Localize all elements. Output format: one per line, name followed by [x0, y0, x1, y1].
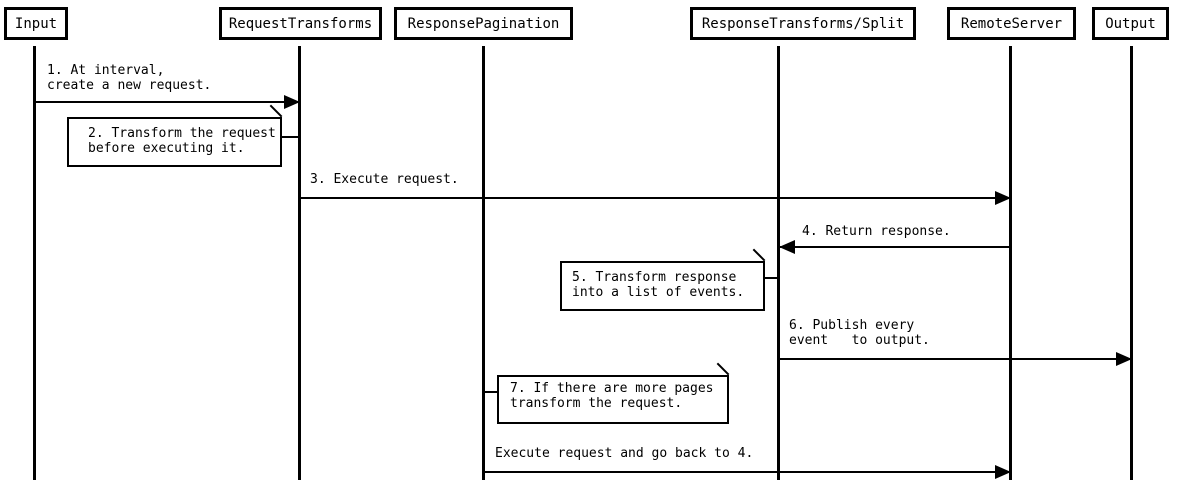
- message-3-arrowhead-icon: [995, 191, 1011, 205]
- actor-box-output: Output: [1092, 7, 1169, 40]
- lifeline-output: [1130, 46, 1133, 480]
- message-5-self-box: [560, 261, 765, 311]
- actor-box-response-transforms-split: ResponseTransforms/Split: [690, 7, 916, 40]
- message-4-line: [779, 246, 1011, 248]
- message-8-execute-again-label: Execute request and go back to 4.: [495, 446, 754, 461]
- message-4-arrowhead-icon: [779, 240, 795, 254]
- lifeline-responsetransforms-split: [777, 46, 780, 480]
- actor-box-remote-server: RemoteServer: [947, 7, 1076, 40]
- actor-label: ResponsePagination: [407, 15, 560, 32]
- message-7-self-box: [497, 375, 729, 424]
- message-3-execute-request-label: 3. Execute request.: [310, 172, 459, 187]
- message-2-self-box: [67, 117, 282, 167]
- message-8-arrowhead-icon: [995, 465, 1011, 479]
- actor-label: RemoteServer: [960, 15, 1063, 32]
- message-1-arrowhead-icon: [284, 95, 300, 109]
- actor-box-request-transforms: RequestTransforms: [219, 7, 382, 40]
- actor-label: Input: [14, 15, 58, 32]
- message-7-self-connector: [484, 391, 497, 393]
- message-5-transform-response-label: 5. Transform response into a list of eve…: [572, 270, 745, 300]
- lifeline-responsepagination: [482, 46, 485, 480]
- lifeline-input: [33, 46, 36, 480]
- message-2-self-hook-icon: [269, 104, 283, 118]
- message-2-self-connector: [282, 136, 300, 138]
- message-6-arrowhead-icon: [1116, 352, 1132, 366]
- message-3-line: [300, 197, 1011, 199]
- actor-label: RequestTransforms: [228, 15, 373, 32]
- lifeline-remoteserver: [1009, 46, 1012, 480]
- message-2-transform-request-label: 2. Transform the request before executin…: [88, 126, 276, 156]
- actor-box-input: Input: [4, 7, 68, 40]
- actor-box-response-pagination: ResponsePagination: [394, 7, 573, 40]
- message-6-publish-events-label: 6. Publish every event to output.: [789, 318, 930, 348]
- message-6-line: [779, 358, 1132, 360]
- message-7-self-hook-icon: [716, 362, 730, 376]
- message-7-more-pages-label: 7. If there are more pages transform the…: [510, 381, 714, 411]
- message-1-create-request-label: 1. At interval, create a new request.: [47, 63, 212, 93]
- message-4-return-response-label: 4. Return response.: [802, 224, 951, 239]
- actor-label: ResponseTransforms/Split: [701, 15, 905, 32]
- actor-label: Output: [1105, 15, 1156, 32]
- lifeline-requesttransforms: [298, 46, 301, 480]
- message-5-self-hook-icon: [752, 248, 766, 262]
- message-5-self-connector: [765, 277, 779, 279]
- message-8-line: [484, 471, 1011, 473]
- message-1-line: [35, 101, 300, 103]
